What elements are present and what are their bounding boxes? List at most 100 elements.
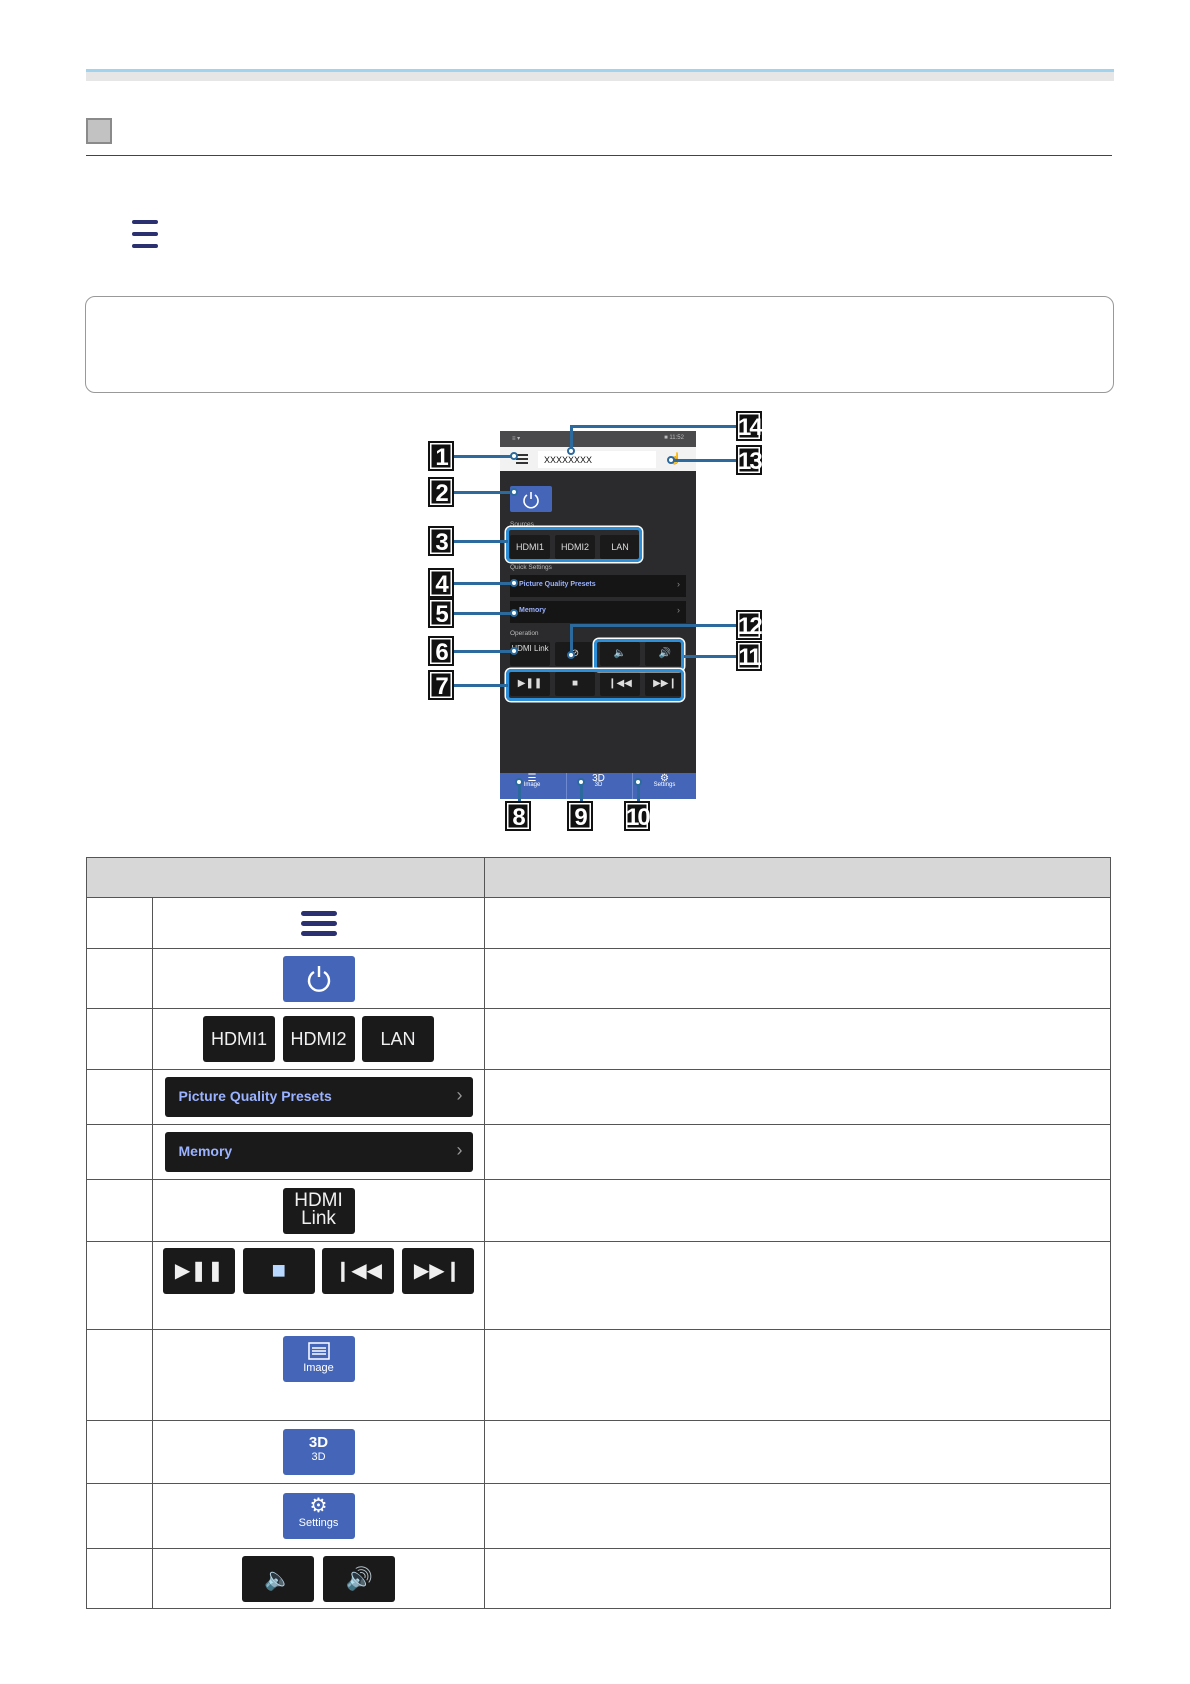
callout-dot: [510, 579, 518, 587]
callout-8: 8: [505, 801, 531, 831]
callout-leader: [570, 624, 573, 654]
menu-icon: [132, 220, 158, 248]
power-icon: [282, 955, 355, 1002]
callout-leader: [637, 781, 640, 803]
callout-leader: [572, 624, 736, 627]
table-row: Picture Quality Presets›: [86, 1069, 1111, 1125]
callout-dot: [510, 452, 518, 460]
callout-7: 7: [428, 670, 454, 700]
menu-icon: [300, 906, 337, 941]
hdmi-link-line2: Link: [301, 1207, 336, 1229]
callout-dot: [510, 609, 518, 617]
callout-leader: [454, 650, 514, 653]
callout-dot: [577, 778, 585, 786]
section-marker-icon: [86, 118, 112, 144]
memory-bar: Memory ›: [164, 1132, 473, 1172]
play-pause-icon[interactable]: ▶❚❚: [510, 672, 550, 696]
hdmi-link-button[interactable]: HDMI Link: [510, 642, 550, 666]
callout-leader: [518, 781, 521, 803]
chevron-right-icon: ›: [677, 579, 680, 589]
volume-highlight: [594, 639, 684, 671]
stop-icon[interactable]: ■: [555, 672, 595, 696]
callout-14: 14: [736, 411, 763, 441]
callout-leader: [572, 425, 736, 428]
callout-dot: [510, 647, 518, 655]
stop-icon: ■: [242, 1248, 315, 1294]
sources-caption: Sources: [510, 521, 534, 528]
play-pause-icon: ▶❚❚: [163, 1248, 236, 1294]
source-hdmi2[interactable]: HDMI2: [555, 535, 595, 559]
callout-leader: [684, 655, 736, 658]
table-row: 3D 3D: [86, 1420, 1111, 1484]
chevron-right-icon: ›: [677, 605, 680, 615]
3d-label: 3D: [311, 1451, 326, 1463]
button-reference-table: HDMI1 HDMI2 LAN Picture Quality Presets›…: [86, 857, 1111, 1609]
picture-quality-presets-row[interactable]: Picture Quality Presets ›: [510, 575, 686, 597]
chevron-right-icon: ›: [456, 1085, 463, 1105]
projector-name: XXXXXXXX: [538, 451, 656, 468]
status-right: ■ 11:52: [664, 435, 684, 441]
memory-row[interactable]: Memory ›: [510, 601, 686, 623]
callout-leader: [454, 540, 508, 543]
previous-icon[interactable]: ❙◀◀: [600, 672, 640, 696]
note-box: [85, 296, 1114, 393]
source-hdmi1[interactable]: HDMI1: [510, 535, 550, 559]
table-row: [86, 948, 1111, 1009]
media-controls-highlight: [506, 669, 684, 701]
status-left: ≡ ▾: [512, 436, 521, 442]
callout-leader: [580, 781, 583, 803]
callout-dot: [510, 488, 518, 496]
callout-leader: [570, 425, 573, 451]
volume-up-icon[interactable]: 🔊: [645, 642, 685, 666]
source-lan-label: LAN: [361, 1016, 434, 1062]
callout-9: 9: [567, 801, 593, 831]
source-hdmi1-label: HDMI1: [203, 1016, 276, 1062]
table-row: HDMI1 HDMI2 LAN: [86, 1008, 1111, 1070]
callout-11: 11: [736, 641, 762, 671]
table-row: HDMI Link: [86, 1179, 1111, 1242]
memory-label: Memory: [519, 607, 546, 614]
next-icon[interactable]: ▶▶❙: [645, 672, 685, 696]
table-header-description: [484, 857, 1111, 898]
source-lan[interactable]: LAN: [600, 535, 640, 559]
hdmi-link-icon: HDMI Link: [282, 1187, 355, 1234]
table-row: [86, 897, 1111, 949]
app-bar: XXXXXXXX ☝: [500, 447, 696, 471]
av-mute-icon[interactable]: ⊘: [555, 642, 595, 666]
callout-dot: [634, 778, 642, 786]
settings-label: Settings: [298, 1517, 339, 1529]
callout-12: 12: [736, 610, 763, 640]
volume-down-icon[interactable]: 🔈: [600, 642, 640, 666]
callout-3: 3: [428, 526, 454, 556]
memory-text: Memory: [178, 1143, 233, 1159]
status-bar: ≡ ▾ ■ 11:52: [500, 431, 696, 447]
volume-down-icon: 🔈: [241, 1555, 314, 1602]
quick-settings-caption: Quick Settings: [510, 564, 552, 571]
3d-icon: 3D 3D: [282, 1429, 355, 1475]
table-row: ⚙ Settings: [86, 1483, 1111, 1549]
callout-13: 13: [736, 445, 763, 475]
hdmi-link-line1: HDMI: [294, 1189, 343, 1211]
table-row: Memory ›: [86, 1124, 1111, 1180]
callout-leader: [670, 459, 736, 462]
chevron-right-icon: ›: [456, 1140, 463, 1160]
callout-dot: [667, 456, 675, 464]
menu-icon[interactable]: [516, 454, 528, 464]
settings-icon: ⚙ Settings: [282, 1493, 355, 1539]
picture-quality-presets-label: Picture Quality Presets: [519, 581, 596, 588]
tab-image[interactable]: ☰Image: [523, 773, 541, 788]
callout-dot: [515, 778, 523, 786]
tab-settings[interactable]: ⚙Settings: [632, 773, 696, 799]
table-row: Image: [86, 1329, 1111, 1421]
callout-leader: [454, 582, 514, 585]
callout-4: 4: [428, 568, 454, 598]
image-label: Image: [303, 1362, 334, 1374]
callout-2: 2: [428, 477, 454, 507]
phone-screenshot: ≡ ▾ ■ 11:52 XXXXXXXX ☝ Sources HDMI1 HDM…: [500, 431, 696, 799]
table-row: 🔈 🔊: [86, 1548, 1111, 1609]
callout-leader: [454, 612, 514, 615]
sources-highlight: [506, 527, 642, 562]
callout-leader: [454, 491, 514, 494]
